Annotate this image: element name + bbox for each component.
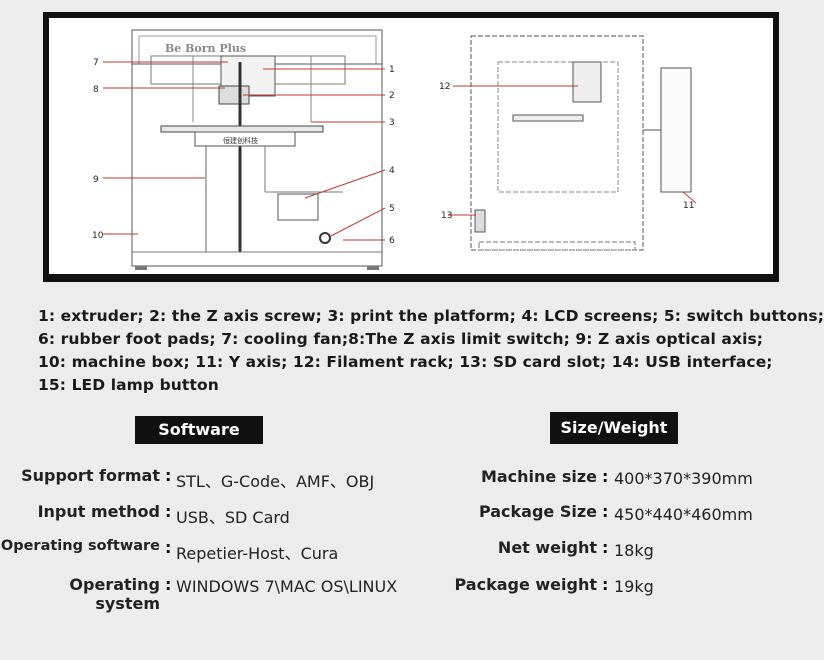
spec-value-operating-software: Repetier-Host、Cura — [176, 544, 339, 563]
callout-10: 10 — [92, 231, 104, 241]
front-view-box — [131, 29, 383, 267]
printer-diagram: Be Born Plus 恒建创科技 7 8 9 10 1 2 3 4 5 6 — [43, 12, 779, 282]
spec-value-net-weight: 18kg — [614, 541, 654, 560]
callout-3: 3 — [389, 118, 395, 128]
legend-line: 1: extruder; 2: the Z axis screw; 3: pri… — [38, 307, 824, 325]
spec-label-machine-size: Machine size — [480, 467, 597, 486]
spec-value-operating-system: WINDOWS 7\MAC OS\LINUX — [176, 577, 398, 596]
legend-line: 15: LED lamp button — [38, 376, 219, 394]
callout-5: 5 — [389, 204, 395, 214]
spec-label-support-format: Support format — [21, 466, 160, 485]
spec-colon: : — [602, 538, 609, 557]
spec-value-support-format: STL、G-Code、AMF、OBJ — [176, 472, 375, 491]
front-view-brand-text: Be Born Plus — [165, 42, 246, 55]
callout-2: 2 — [389, 91, 395, 101]
spec-colon: : — [602, 467, 609, 486]
spec-value-input-method: USB、SD Card — [176, 508, 290, 527]
spec-value-machine-size: 400*370*390mm — [614, 469, 753, 488]
callout-6: 6 — [389, 236, 395, 246]
side-view-parts — [474, 61, 692, 233]
callout-9: 9 — [93, 175, 99, 185]
spec-label-operating-software: Operating software — [0, 538, 160, 554]
spec-label-input-method: Input method — [37, 502, 160, 521]
side-view-leaders — [448, 85, 697, 216]
callout-4: 4 — [389, 166, 395, 176]
spec-colon: : — [165, 575, 172, 594]
spec-value-package-size: 450*440*460mm — [614, 505, 753, 524]
spec-colon: : — [165, 502, 172, 521]
spec-colon: : — [602, 502, 609, 521]
front-view — [131, 29, 383, 270]
spec-value-package-weight: 19kg — [614, 577, 654, 596]
callout-7: 7 — [93, 58, 99, 68]
callout-13: 13 — [441, 211, 452, 221]
parts-legend: 1: extruder; 2: the Z axis screw; 3: pri… — [38, 305, 824, 397]
spec-label-package-size: Package Size — [478, 502, 597, 521]
size-weight-section-title: Size/Weight — [550, 412, 678, 444]
callout-12: 12 — [439, 82, 450, 92]
spec-label-package-weight: Package weight — [454, 575, 598, 594]
spec-colon: : — [165, 538, 172, 557]
front-view-leaders — [103, 61, 386, 241]
front-view-callouts: 7 8 9 10 1 2 3 4 5 6 — [92, 58, 395, 246]
spec-label-net-weight: Net weight — [497, 538, 597, 557]
legend-line: 10: machine box; 11: Y axis; 12: Filamen… — [38, 353, 773, 371]
side-view-callouts: 12 13 11 — [439, 82, 694, 221]
callout-8: 8 — [93, 85, 99, 95]
legend-line: 6: rubber foot pads; 7: cooling fan;8:Th… — [38, 330, 764, 348]
callout-1: 1 — [389, 65, 395, 75]
front-view-platform-text: 恒建创科技 — [223, 136, 258, 145]
diagram-panel — [49, 18, 773, 274]
spec-colon: : — [602, 575, 609, 594]
side-view — [470, 35, 644, 251]
software-section-title: Software — [135, 416, 263, 444]
spec-colon: : — [165, 466, 172, 485]
printer-diagram-svg: Be Born Plus 恒建创科技 7 8 9 10 1 2 3 4 5 6 — [49, 18, 773, 274]
spec-label-operating-system: Operating system — [69, 575, 160, 613]
callout-11: 11 — [683, 201, 694, 211]
